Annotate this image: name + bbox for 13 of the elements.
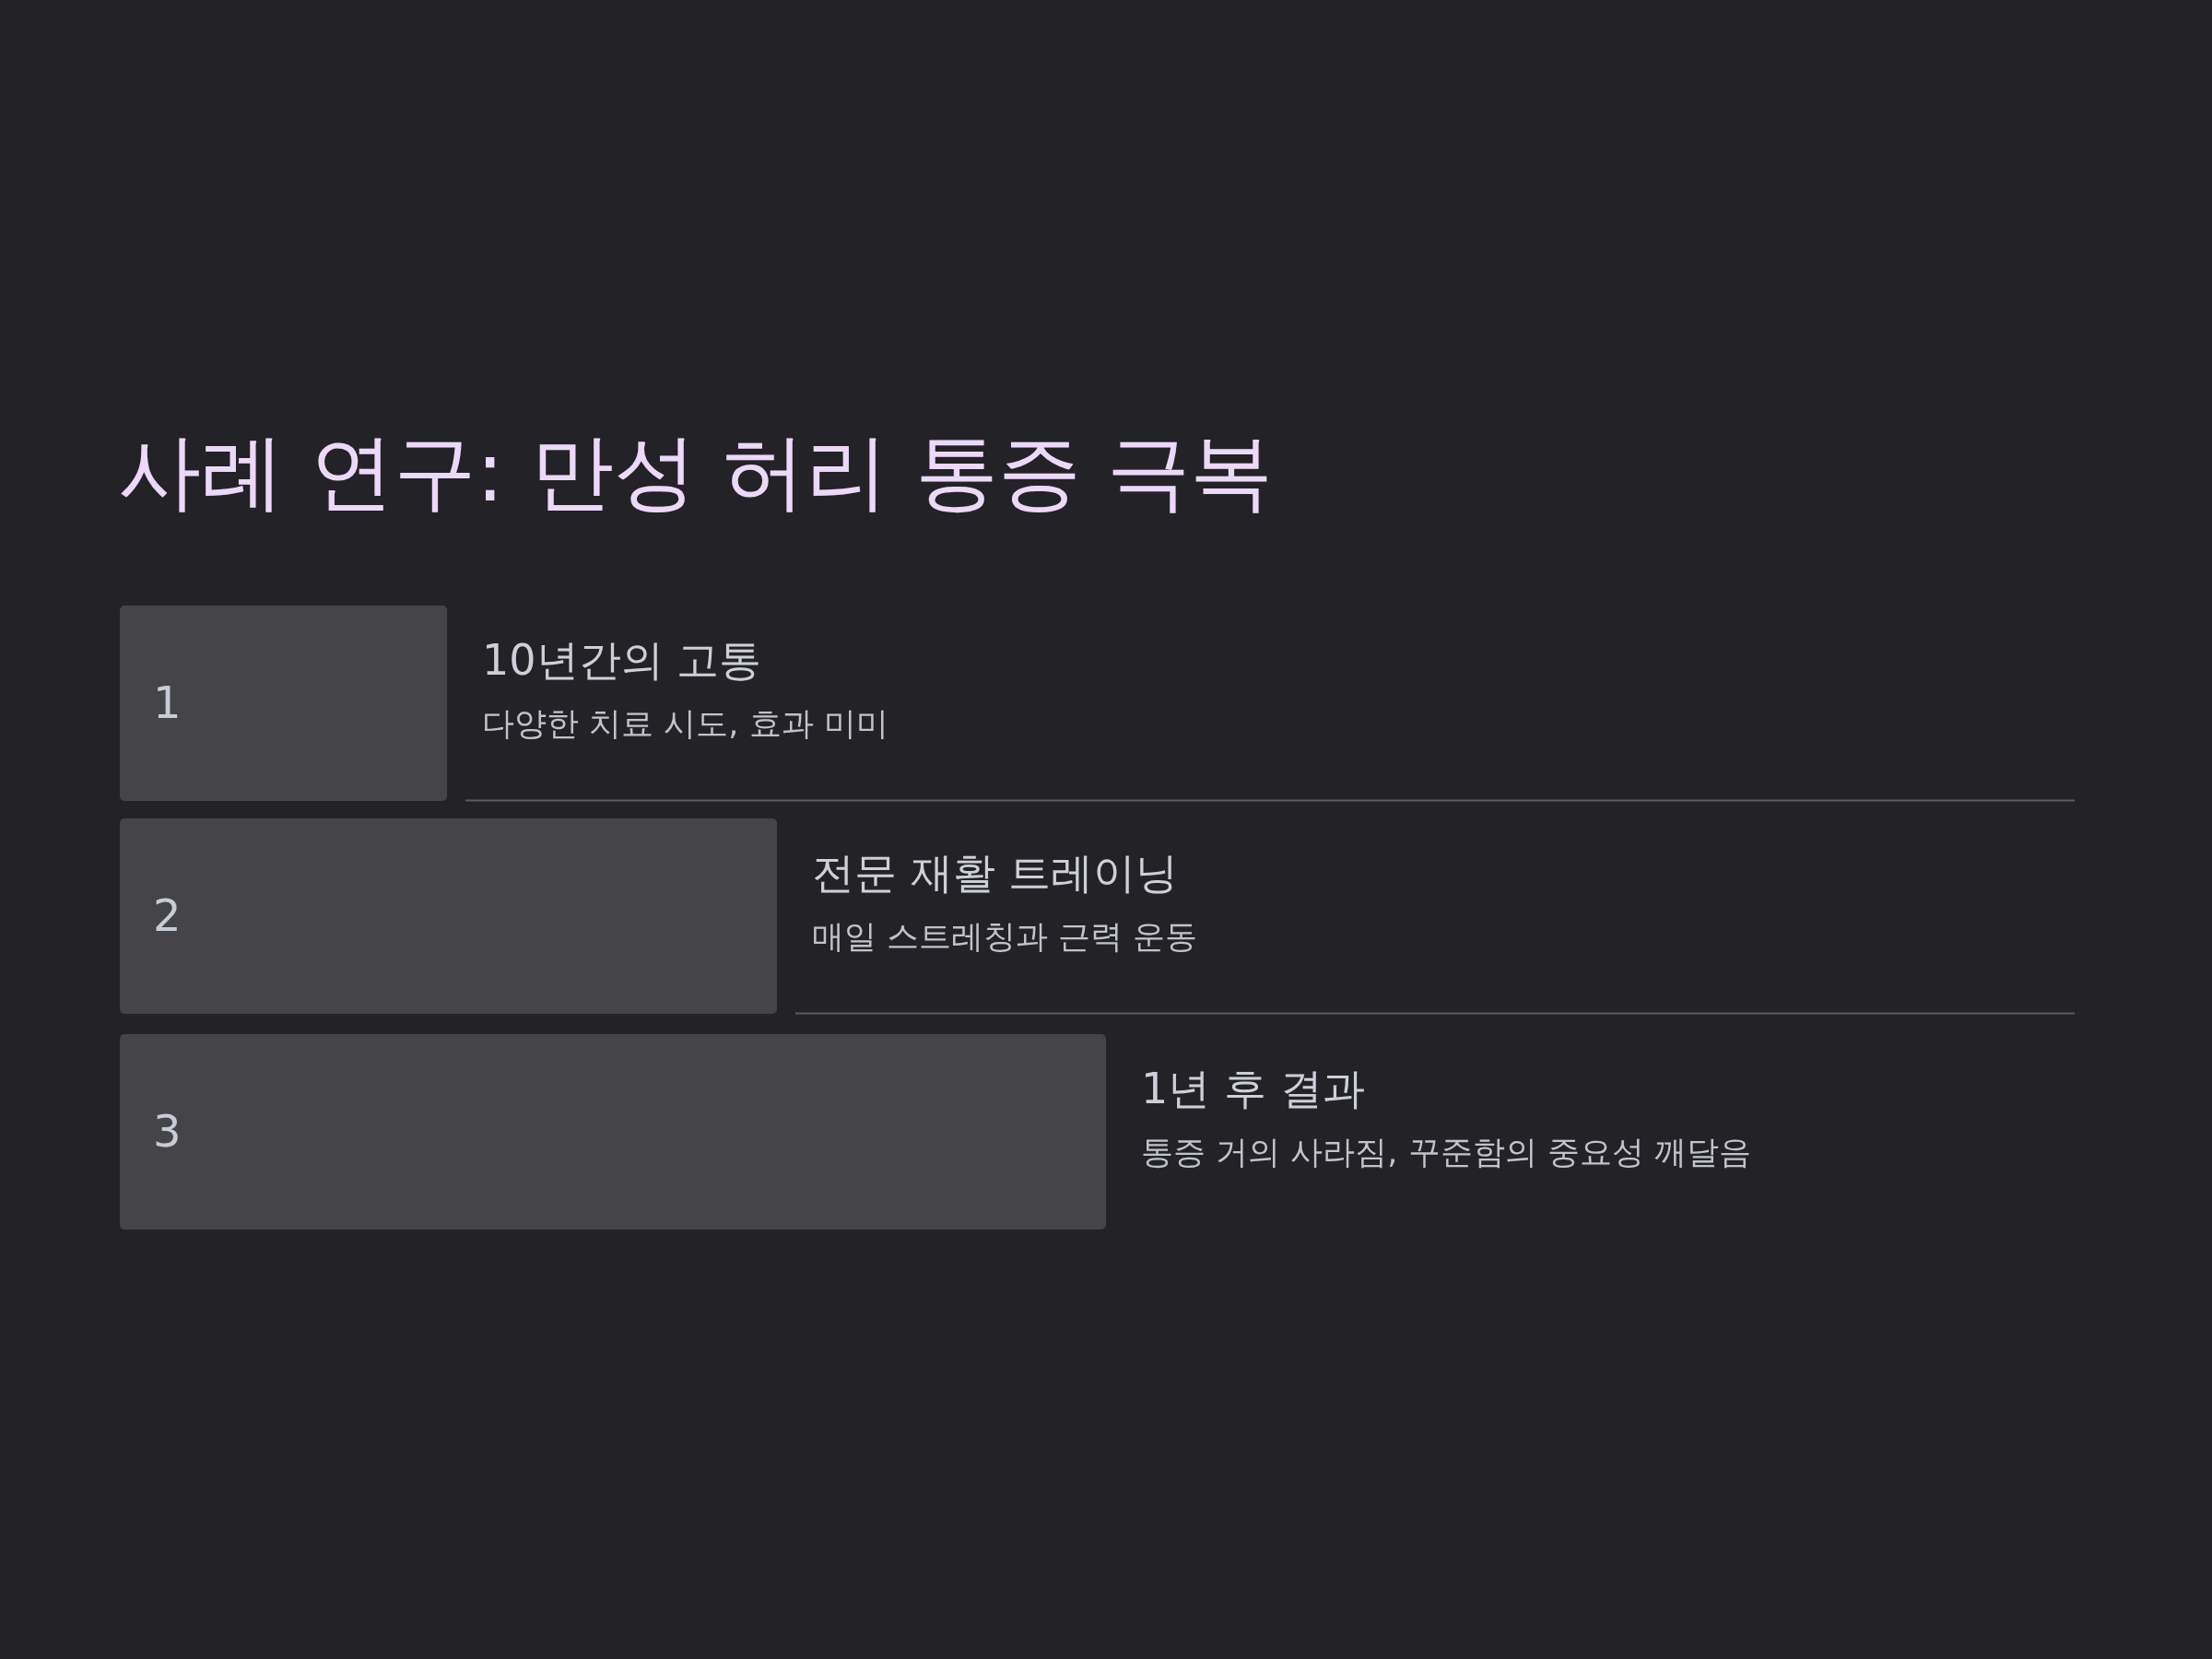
step-description: 다양한 치료 시도, 효과 미미 [482,704,888,743]
step-description: 통증 거의 사라짐, 꾸준함의 중요성 깨달음 [1141,1133,1751,1171]
step-bar [120,606,447,801]
step-bar [120,1034,1106,1230]
step-heading: 전문 재활 트레이닝 [812,848,1179,900]
step-heading: 1년 후 결과 [1141,1064,1365,1115]
title: 사례 연구: 만성 허리 통증 극복 [118,422,1274,522]
step-bar [120,818,777,1014]
step-number: 1 [153,677,182,730]
step-number: 2 [153,889,182,943]
step-number: 3 [153,1105,182,1159]
step-description: 매일 스트레칭과 근력 운동 [812,917,1198,956]
step-heading: 10년간의 고통 [482,635,762,687]
